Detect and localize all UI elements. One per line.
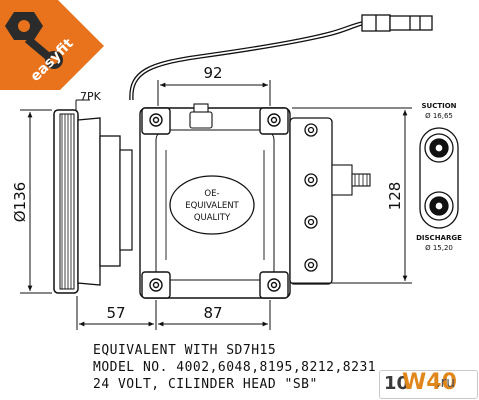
- oe-line-3: QUALITY: [194, 213, 231, 223]
- caption-line-1: EQUIVALENT WITH SD7H15: [93, 343, 277, 358]
- ports-side-view: [419, 127, 459, 229]
- compressor-body: [139, 103, 291, 299]
- belt-label: 7PK: [80, 90, 102, 103]
- watermark-part-2: W40: [402, 370, 457, 395]
- watermark-10w40: 10 W40 .ru: [379, 370, 478, 399]
- dim-bottom-left: 57: [106, 304, 125, 322]
- watermark-part-3: .ru: [436, 375, 456, 391]
- wrench-bolt-icon: [5, 12, 63, 69]
- dim-pulley-diameter: Ø136: [11, 182, 29, 222]
- discharge-title: DISCHARGE: [416, 234, 462, 242]
- oe-line-2: EQUIVALENT: [185, 201, 239, 211]
- dim-top-width: 92: [203, 64, 222, 82]
- pulley: [53, 99, 133, 294]
- caption-line-2: MODEL NO. 4002,6048,8195,8212,8231: [93, 360, 377, 375]
- suction-title: SUCTION: [421, 102, 456, 110]
- dim-height: 128: [386, 182, 404, 211]
- suction-size: Ø 16,65: [425, 112, 453, 120]
- cable-connector: [129, 14, 433, 101]
- caption-line-3: 24 VOLT, CILINDER HEAD "SB": [93, 377, 318, 392]
- oe-line-1: OE-: [204, 189, 219, 199]
- rear-head: [289, 117, 371, 285]
- watermark-part-1: 10: [384, 373, 410, 394]
- easyfit-logo: easyfit: [0, 0, 104, 90]
- dimension-lines: [20, 80, 412, 330]
- discharge-size: Ø 15,20: [425, 244, 453, 252]
- dim-bottom-right: 87: [203, 304, 222, 322]
